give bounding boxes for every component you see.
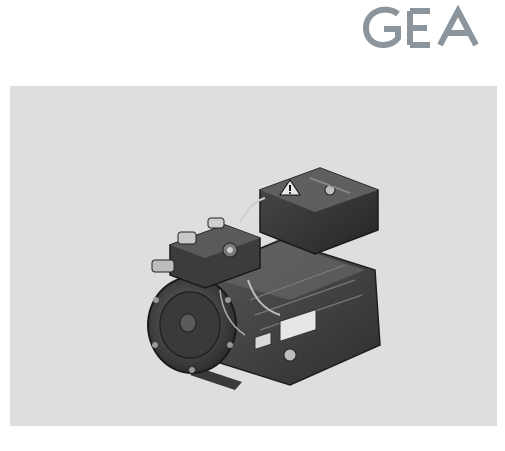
compressor-illustration xyxy=(130,150,400,410)
gea-logo xyxy=(360,4,490,52)
